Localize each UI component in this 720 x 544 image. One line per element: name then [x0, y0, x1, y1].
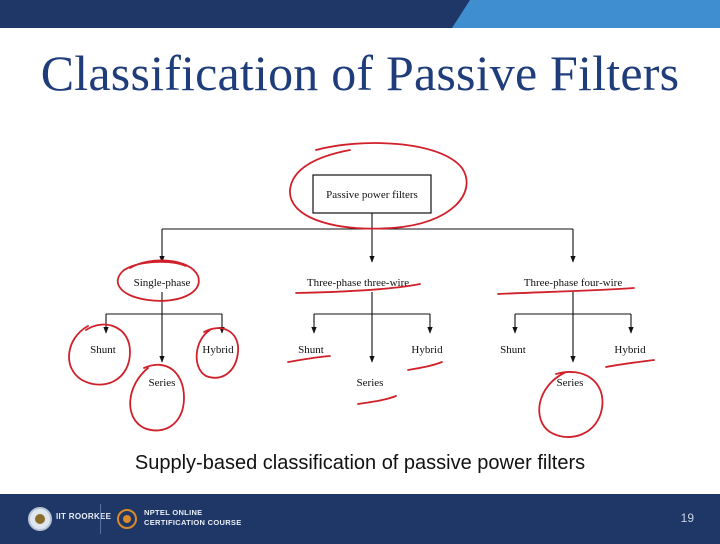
program-name: NPTEL ONLINE CERTIFICATION COURSE	[144, 508, 242, 528]
annotation-tw-hybrid-underline	[407, 361, 443, 371]
program-line-1: NPTEL ONLINE	[144, 508, 203, 517]
annotation-single-phase-circle	[117, 259, 200, 302]
root-node-label: Passive power filters	[326, 189, 418, 201]
page-number: 19	[680, 511, 694, 525]
three-wire-connectors	[311, 292, 433, 363]
leaf-threewire-shunt: Shunt	[298, 344, 324, 356]
header-bar	[0, 0, 720, 28]
institute-name: IIT ROORKEE	[56, 512, 112, 521]
annotation-root-circle	[289, 142, 468, 230]
single-phase-connectors	[103, 292, 225, 363]
branch-single-phase: Single-phase	[134, 277, 191, 289]
nptel-logo-icon	[117, 509, 137, 529]
four-wire-connectors	[512, 292, 634, 363]
annotation-series-circle	[129, 363, 185, 432]
annotation-fw-series-circle	[538, 371, 604, 438]
annotation-four-wire-underline	[497, 287, 635, 295]
annotation-hybrid-circle	[195, 327, 239, 379]
root-node-box	[312, 174, 432, 214]
leaf-threewire-hybrid: Hybrid	[411, 344, 443, 356]
branch-three-phase-four-wire: Three-phase four-wire	[524, 277, 623, 289]
annotation-three-wire-underline	[295, 283, 421, 294]
figure-caption: Supply-based classification of passive p…	[134, 452, 586, 474]
leaf-fourwire-shunt: Shunt	[500, 344, 526, 356]
branch-three-phase-three-wire: Three-phase three-wire	[307, 277, 409, 289]
footer-bar: IIT ROORKEE NPTEL ONLINE CERTIFICATION C…	[0, 494, 720, 544]
footer-divider	[100, 504, 101, 534]
annotation-shunt-circle	[68, 323, 131, 386]
leaf-fourwire-hybrid: Hybrid	[614, 344, 646, 356]
slide-title: Classification of Passive Filters	[40, 45, 680, 101]
leaf-single-series: Series	[149, 377, 176, 389]
annotation-tw-shunt-underline	[287, 355, 331, 363]
annotation-fw-hybrid-underline	[605, 359, 655, 368]
iit-roorkee-logo-icon	[28, 507, 52, 531]
leaf-single-shunt: Shunt	[90, 344, 116, 356]
leaf-threewire-series: Series	[357, 377, 384, 389]
program-line-2: CERTIFICATION COURSE	[144, 518, 242, 527]
level1-connectors	[159, 213, 576, 263]
leaf-single-hybrid: Hybrid	[202, 344, 234, 356]
leaf-fourwire-series: Series	[557, 377, 584, 389]
annotation-marks	[68, 142, 655, 438]
annotation-tw-series-underline	[357, 395, 397, 405]
